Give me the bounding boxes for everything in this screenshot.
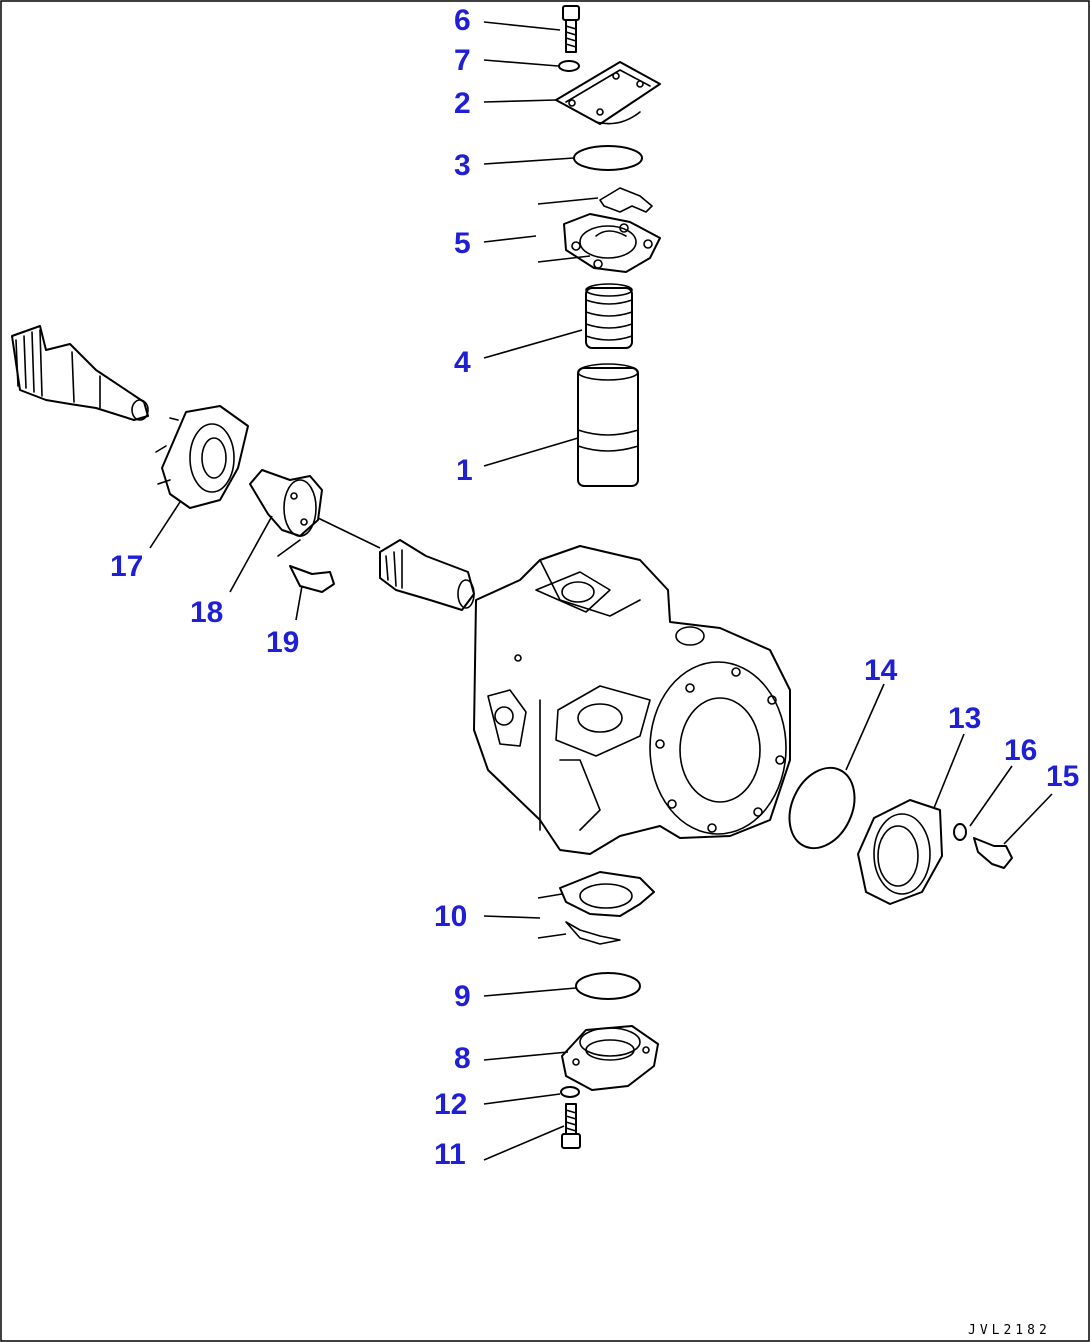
part-bolt-side bbox=[973, 837, 1013, 869]
part-bolt-top bbox=[562, 5, 580, 53]
drawing-code: JVL2182 bbox=[968, 1323, 1051, 1338]
callout-19: 19 bbox=[266, 626, 299, 659]
part-oring-top bbox=[573, 145, 643, 171]
callout-11: 11 bbox=[434, 1138, 466, 1171]
part-piston bbox=[577, 363, 639, 487]
part-bolt-bottom bbox=[561, 1103, 581, 1149]
part-shaft-left bbox=[11, 325, 149, 421]
callout-14: 14 bbox=[864, 654, 898, 687]
callout-2: 2 bbox=[454, 87, 471, 120]
part-main-housing bbox=[473, 545, 791, 855]
part-pin bbox=[277, 539, 335, 593]
callout-1: 1 bbox=[456, 454, 473, 487]
part-plate-top bbox=[563, 187, 661, 273]
callout-9: 9 bbox=[454, 980, 471, 1013]
part-plate-bottom bbox=[559, 871, 655, 945]
callout-16: 16 bbox=[1004, 734, 1037, 767]
leader-lines bbox=[149, 21, 1053, 1161]
callout-7: 7 bbox=[454, 44, 471, 77]
callout-12: 12 bbox=[434, 1088, 467, 1121]
callout-15: 15 bbox=[1046, 760, 1079, 793]
callout-10: 10 bbox=[434, 900, 467, 933]
callout-3: 3 bbox=[454, 149, 471, 182]
part-cover-side bbox=[857, 799, 943, 905]
part-plate-left bbox=[155, 405, 249, 509]
part-washer-bottom bbox=[560, 1086, 580, 1098]
part-flange-sleeve bbox=[249, 469, 323, 537]
callout-4: 4 bbox=[454, 346, 471, 379]
callout-8: 8 bbox=[454, 1042, 471, 1075]
callout-6: 6 bbox=[454, 4, 471, 37]
part-cover-top bbox=[555, 61, 661, 125]
part-washer-side bbox=[953, 823, 967, 841]
part-spring bbox=[585, 283, 633, 349]
callout-17: 17 bbox=[110, 550, 143, 583]
callout-5: 5 bbox=[454, 227, 471, 260]
callout-18: 18 bbox=[190, 596, 223, 629]
part-input-shaft bbox=[379, 539, 475, 611]
part-oring-side bbox=[788, 766, 856, 850]
part-washer-top bbox=[558, 60, 580, 72]
callout-13: 13 bbox=[948, 702, 981, 735]
part-cover-bottom bbox=[561, 1025, 659, 1091]
part-oring-bottom bbox=[575, 972, 641, 1000]
